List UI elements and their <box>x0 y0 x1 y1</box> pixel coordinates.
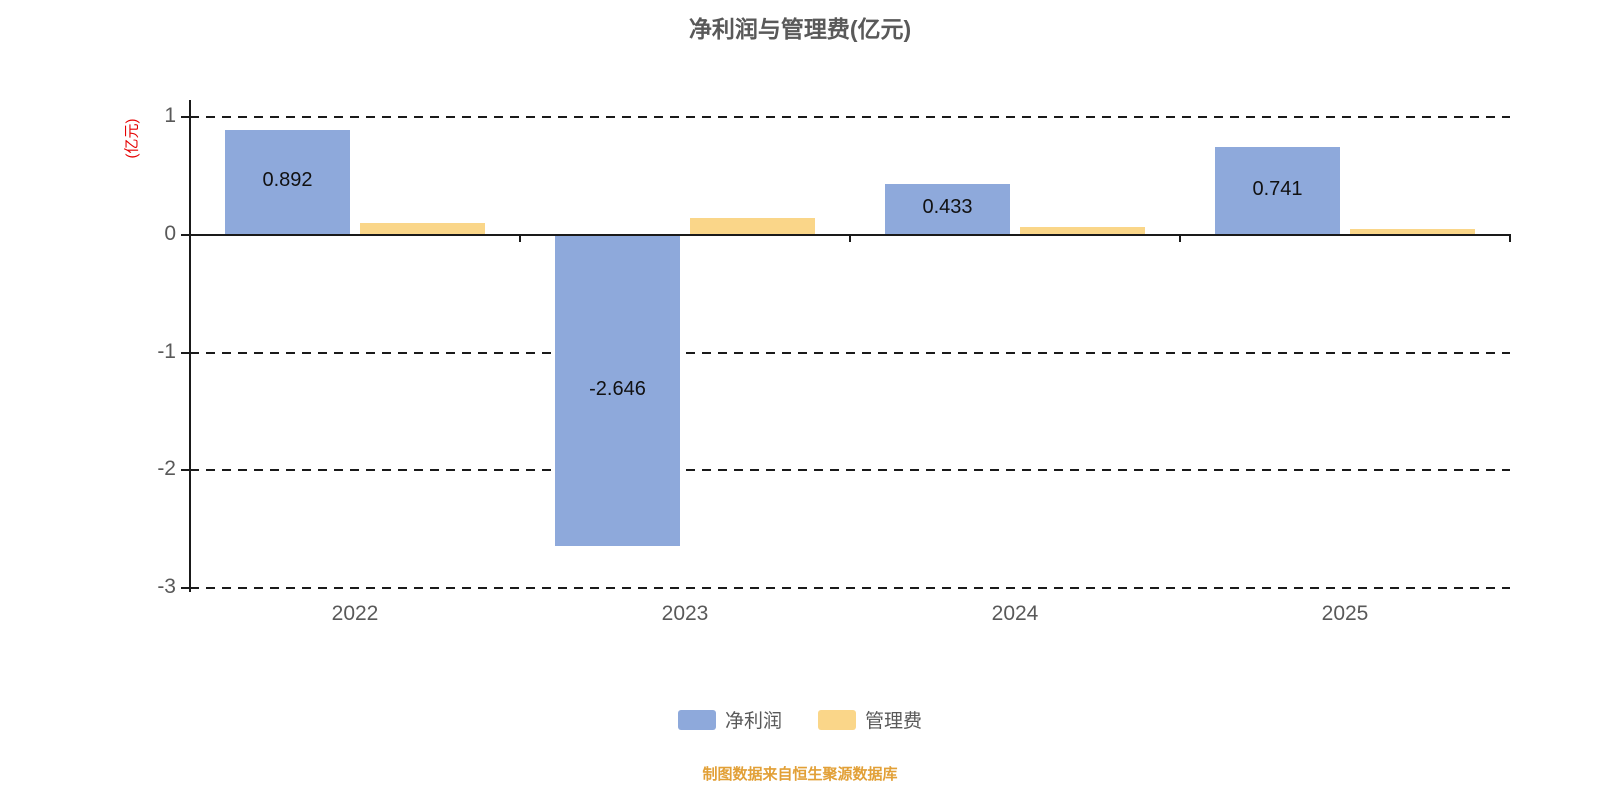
x-axis-label: 2025 <box>1321 602 1369 625</box>
bar-value-label: 0.741 <box>1252 178 1303 201</box>
bar-value-label: 0.433 <box>922 196 973 219</box>
chart-title: 净利润与管理费(亿元) <box>688 16 912 42</box>
bar-net-profit-2022 <box>225 129 350 235</box>
bar-value-label: 0.892 <box>262 169 313 192</box>
y-axis-tick-label: -3 <box>157 575 176 598</box>
data-source-note: 制图数据来自恒生聚源数据库 <box>702 766 898 783</box>
x-axis-label: 2024 <box>991 602 1039 625</box>
y-axis-tick <box>181 587 190 589</box>
y-axis-line <box>189 100 191 592</box>
bar-net-profit-2025 <box>1215 147 1340 235</box>
legend-label: 净利润 <box>724 711 782 732</box>
bar-mgmt-fee-2023 <box>690 218 815 235</box>
y-axis-tick-label: 1 <box>164 104 176 127</box>
legend-swatch-net-profit <box>677 709 716 730</box>
legend-label: 管理费 <box>865 711 923 732</box>
y-axis-tick <box>181 116 190 118</box>
y-axis-tick <box>181 469 190 472</box>
y-axis-tick-label: 0 <box>164 221 176 245</box>
gridline <box>190 116 1510 118</box>
legend-swatch-mgmt-fee <box>818 709 856 730</box>
bar-mgmt-fee-2025 <box>1350 228 1475 235</box>
bar-mgmt-fee-2022 <box>360 222 485 235</box>
x-axis-tick <box>1179 233 1181 242</box>
x-axis-tick <box>519 233 521 242</box>
gridline <box>190 587 1510 589</box>
y-axis-tick-label: -2 <box>157 457 176 481</box>
x-axis-tick <box>1509 233 1511 242</box>
bar-value-label: -2.646 <box>589 377 646 400</box>
x-axis-label: 2022 <box>331 602 379 625</box>
bar-net-profit-2024 <box>885 183 1010 235</box>
y-axis-tick <box>181 233 190 236</box>
gridline <box>190 351 1510 354</box>
legend-item-net-profit[interactable]: 净利润 <box>677 706 782 733</box>
y-axis-tick-label: -1 <box>157 339 176 363</box>
y-axis-tick <box>181 351 190 354</box>
legend: 净利润 管理费 <box>0 706 1600 733</box>
legend-item-mgmt-fee[interactable]: 管理费 <box>818 706 922 733</box>
bar-net-profit-2023 <box>555 234 680 547</box>
x-axis-label: 2023 <box>661 602 709 625</box>
gridline <box>190 469 1510 472</box>
x-axis-tick <box>849 233 851 242</box>
bar-mgmt-fee-2024 <box>1020 226 1145 235</box>
